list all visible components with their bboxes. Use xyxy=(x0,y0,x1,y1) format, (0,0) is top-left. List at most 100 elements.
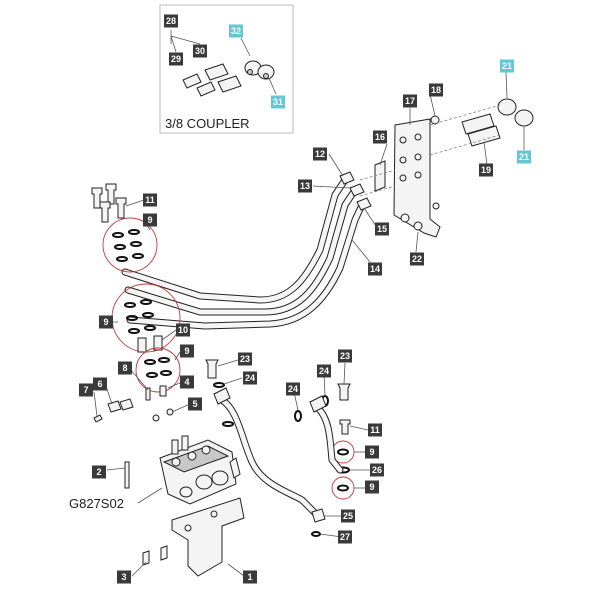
callout-box xyxy=(188,397,202,411)
callout-box xyxy=(271,95,285,109)
callout-box xyxy=(169,52,183,66)
callout-24: 24 xyxy=(243,371,257,385)
callout-22: 22 xyxy=(410,252,424,266)
callout-box xyxy=(375,222,389,236)
callout-box xyxy=(243,371,257,385)
callout-box xyxy=(79,383,93,397)
callout-box xyxy=(365,480,379,494)
oring-group-upper xyxy=(102,217,158,273)
callout-number: 2 xyxy=(96,467,101,477)
callout-box xyxy=(317,364,331,378)
callout-number: 23 xyxy=(340,351,350,361)
callout-4: 4 xyxy=(180,375,194,389)
callout-box xyxy=(368,262,382,276)
callout-12: 12 xyxy=(313,147,327,161)
callout-box xyxy=(410,252,424,266)
callout-14: 14 xyxy=(368,262,382,276)
callout-box xyxy=(143,193,157,207)
callout-number: 9 xyxy=(103,317,108,327)
callout-box xyxy=(500,59,514,73)
oring-group-right-lower xyxy=(331,476,355,500)
callout-number: 19 xyxy=(481,165,491,175)
callout-box xyxy=(429,83,443,97)
callout-29: 29 xyxy=(169,52,183,66)
callout-number: 24 xyxy=(288,384,298,394)
callout-number: 7 xyxy=(83,385,88,395)
hydraulic-tubes xyxy=(121,171,372,330)
inset-frame xyxy=(159,4,294,134)
callout-11: 11 xyxy=(143,193,157,207)
callout-9: 9 xyxy=(365,480,379,494)
callout-6: 6 xyxy=(93,377,107,391)
callout-box xyxy=(373,130,387,144)
coupler-plate-group xyxy=(359,98,534,238)
callout-26: 26 xyxy=(370,463,384,477)
callout-box xyxy=(341,509,355,523)
callout-box xyxy=(286,382,300,396)
callout-27: 27 xyxy=(338,530,352,544)
callout-number: 23 xyxy=(240,354,250,364)
callout-9: 9 xyxy=(99,315,113,329)
callout-number: 5 xyxy=(192,399,197,409)
callout-19: 19 xyxy=(479,163,493,177)
dust-caps-21 xyxy=(497,98,534,127)
control-valve xyxy=(159,435,241,505)
callout-24: 24 xyxy=(317,364,331,378)
callout-number: 31 xyxy=(273,97,283,107)
callout-23: 23 xyxy=(338,349,352,363)
callout-box xyxy=(117,570,131,584)
callout-32: 32 xyxy=(229,24,243,38)
callout-31: 31 xyxy=(271,95,285,109)
callout-21: 21 xyxy=(517,150,531,164)
callout-number: 15 xyxy=(377,224,387,234)
adapter-23-right xyxy=(337,383,351,401)
callout-number: 11 xyxy=(145,195,155,205)
callout-number: 8 xyxy=(122,363,127,373)
callout-box xyxy=(92,465,106,479)
callout-box xyxy=(370,463,384,477)
callout-box xyxy=(338,530,352,544)
callout-number: 9 xyxy=(147,215,152,225)
bolt-2 xyxy=(124,461,130,489)
callout-number: 24 xyxy=(245,373,255,383)
callout-3: 3 xyxy=(117,570,131,584)
coupler-inset: 3/8 COUPLER xyxy=(159,4,294,134)
callout-box xyxy=(180,375,194,389)
callout-number: 30 xyxy=(195,46,205,56)
callout-number: 22 xyxy=(412,254,422,264)
callout-number: 32 xyxy=(231,26,241,36)
callout-number: 29 xyxy=(171,54,181,64)
callout-10: 10 xyxy=(176,323,190,337)
callout-box xyxy=(229,24,243,38)
callout-number: 9 xyxy=(369,447,374,457)
callout-number: 27 xyxy=(340,532,350,542)
callout-number: 28 xyxy=(166,16,176,26)
callout-15: 15 xyxy=(375,222,389,236)
callout-1: 1 xyxy=(243,570,257,584)
callout-box xyxy=(479,163,493,177)
callout-number: 14 xyxy=(370,264,380,274)
callout-17: 17 xyxy=(403,94,417,108)
callout-box xyxy=(93,377,107,391)
callout-24: 24 xyxy=(286,382,300,396)
callout-number: 21 xyxy=(519,152,529,162)
callout-box xyxy=(118,361,132,375)
callout-30: 30 xyxy=(193,44,207,58)
bracket-1 xyxy=(171,497,245,577)
callout-11: 11 xyxy=(368,423,382,437)
callout-number: 21 xyxy=(502,61,512,71)
callout-number: 3 xyxy=(121,572,126,582)
oring-group-lower xyxy=(135,347,181,393)
callout-labels: 2830293231212118171619121315142211991098… xyxy=(79,14,531,584)
callout-box xyxy=(176,323,190,337)
callout-box xyxy=(164,14,178,28)
callout-box xyxy=(365,445,379,459)
callout-number: 16 xyxy=(375,132,385,142)
screw-18 xyxy=(430,115,440,125)
callout-box xyxy=(143,213,157,227)
callout-5: 5 xyxy=(188,397,202,411)
callout-16: 16 xyxy=(373,130,387,144)
callout-box xyxy=(368,423,382,437)
mounting-bracket xyxy=(171,497,245,577)
callout-box xyxy=(243,570,257,584)
